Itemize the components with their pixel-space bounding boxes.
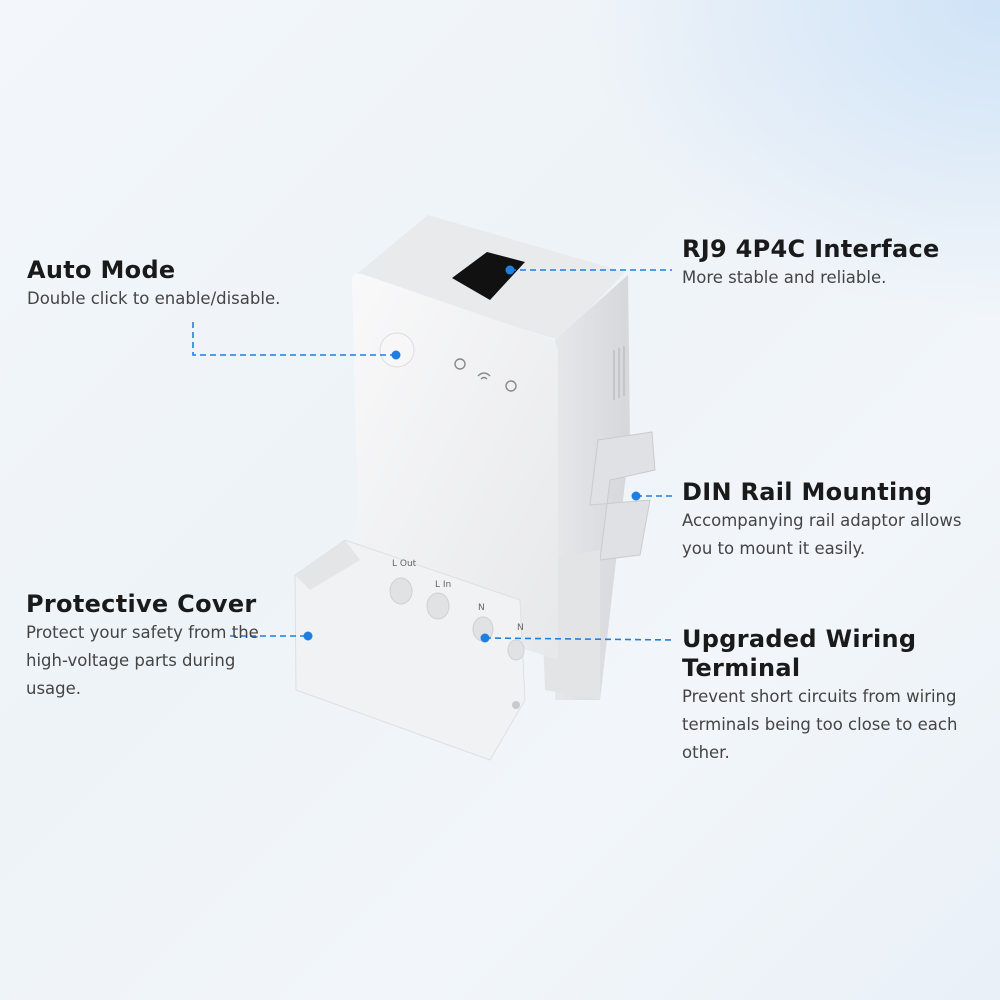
auto-mode-button <box>379 332 415 368</box>
wiring-terminals <box>389 577 525 661</box>
marker-dot <box>631 491 641 501</box>
feature-desc: Protect your safety from the high-voltag… <box>26 623 259 698</box>
power-icon <box>454 358 466 370</box>
feature-title: Auto Mode <box>27 256 176 284</box>
feature-desc: Double click to enable/disable. <box>27 289 281 308</box>
sync-icon <box>505 380 517 392</box>
cover-inner <box>295 540 360 590</box>
terminal-label: L In <box>435 580 451 590</box>
leader-lines <box>192 269 675 641</box>
feature-wiring-terminal: Upgraded Wiring Terminal Prevent short c… <box>682 625 982 767</box>
feature-title: DIN Rail Mounting <box>682 478 933 506</box>
marker-dot <box>505 265 515 275</box>
marker-dot <box>480 633 490 643</box>
rj9-port <box>452 252 525 300</box>
cover-screw-hole <box>512 701 520 709</box>
terminal-label: N <box>517 623 524 633</box>
terminal-label: N <box>478 603 485 613</box>
feature-din-rail: DIN Rail Mounting Accompanying rail adap… <box>682 478 982 563</box>
feature-desc: Accompanying rail adaptor allows you to … <box>682 511 962 558</box>
feature-title: RJ9 4P4C Interface <box>682 235 940 263</box>
terminal-label: L Out <box>392 559 417 569</box>
background-glow <box>580 0 1000 320</box>
vent-slots <box>613 346 625 400</box>
feature-title: Protective Cover <box>26 590 257 618</box>
feature-rj9-interface: RJ9 4P4C Interface More stable and relia… <box>682 235 982 292</box>
feature-auto-mode: Auto Mode Double click to enable/disable… <box>27 256 280 313</box>
feature-desc: Prevent short circuits from wiring termi… <box>682 687 958 762</box>
marker-dot <box>303 631 313 641</box>
marker-dot <box>391 350 401 360</box>
feature-desc: More stable and reliable. <box>682 268 887 287</box>
feature-protective-cover: Protective Cover Protect your safety fro… <box>26 590 276 703</box>
feature-title: Upgraded Wiring Terminal <box>682 625 917 682</box>
wifi-icon <box>477 372 491 380</box>
